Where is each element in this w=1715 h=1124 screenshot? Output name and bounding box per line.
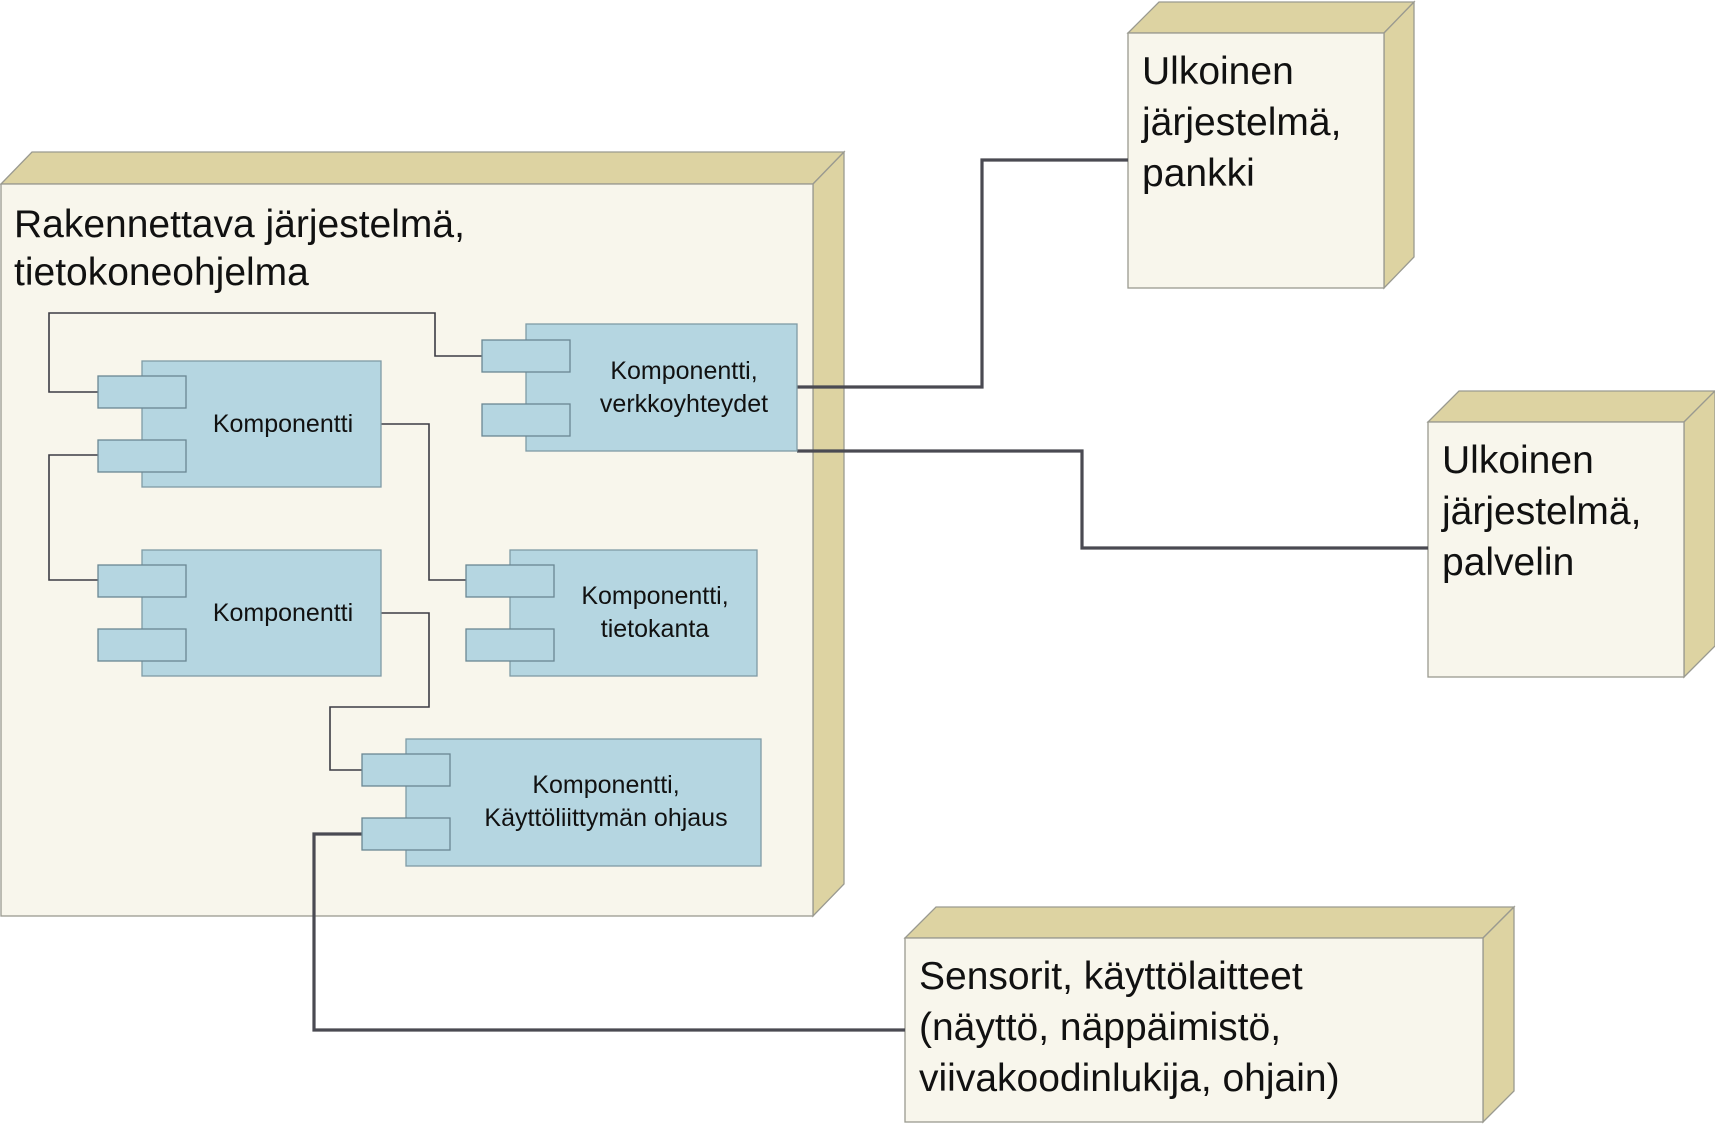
node-system-side-face (812, 150, 845, 918)
component-2-port-top (97, 564, 187, 598)
component-network-port-bottom (481, 403, 571, 437)
node-system-title-line2: tietokoneohjelma (14, 251, 309, 294)
connector-network-server (797, 449, 1428, 550)
component-2-port-bottom (97, 628, 187, 662)
component-ui-body (405, 738, 762, 867)
component-2[interactable]: Komponentti (97, 549, 382, 677)
connector-comp1-database (381, 423, 466, 581)
node-server-side-face (1683, 390, 1715, 679)
node-devices[interactable]: Sensorit, käyttölaitteet (näyttö, näppäi… (903, 905, 1516, 1124)
node-system-top-face (0, 151, 846, 185)
node-server-title-line1: Ulkoinen (1442, 439, 1594, 482)
component-ui[interactable]: Komponentti, Käyttöliittymän ohjaus (361, 738, 762, 867)
component-1-label: Komponentti (213, 410, 353, 438)
node-devices-front-face (904, 937, 1484, 1123)
component-database[interactable]: Komponentti, tietokanta (465, 549, 758, 677)
component-ui-label-line1: Komponentti, (532, 771, 679, 799)
connector-ui-devices (312, 832, 905, 1032)
component-ui-port-bottom (361, 817, 451, 851)
node-devices-title-line1: Sensorit, käyttölaitteet (919, 955, 1303, 998)
external-connectors (312, 158, 1428, 1032)
component-network-port-top (481, 339, 571, 373)
node-devices-side-face (1482, 905, 1515, 1124)
node-bank-side-face (1383, 0, 1415, 290)
component-network-label-line1: Komponentti, (610, 357, 757, 385)
node-system-title-line1: Rakennettava järjestelmä, (14, 203, 465, 246)
node-server-title-line2: järjestelmä, (1441, 490, 1641, 533)
connector-network-bank (797, 158, 1128, 389)
node-bank-top-face (1126, 1, 1416, 34)
component-network[interactable]: Komponentti, verkkoyhteydet (481, 323, 798, 452)
component-network-body (525, 323, 798, 452)
node-server-front-face (1427, 421, 1685, 678)
component-network-label-line2: verkkoyhteydet (600, 390, 768, 418)
connector-comp1-network (48, 312, 482, 393)
component-1-port-bottom (97, 439, 187, 473)
node-server-top-face (1426, 390, 1715, 423)
component-2-label: Komponentti (213, 599, 353, 627)
component-ui-port-top (361, 753, 451, 787)
node-server-title-line3: palvelin (1442, 541, 1574, 584)
node-bank-title-line2: järjestelmä, (1141, 101, 1341, 144)
connector-comp2-ui (329, 612, 430, 771)
component-1-port-top (97, 375, 187, 409)
component-ui-label-line2: Käyttöliittymän ohjaus (484, 804, 727, 832)
component-database-label-line1: Komponentti, (581, 582, 728, 610)
node-bank-front-face (1127, 32, 1385, 289)
component-database-label-line2: tietokanta (601, 615, 710, 643)
node-devices-title-line2: (näyttö, näppäimistö, (919, 1006, 1281, 1049)
node-devices-title-line3: viivakoodinlukija, ohjain) (919, 1057, 1340, 1100)
node-bank-title-line1: Ulkoinen (1142, 50, 1294, 93)
node-server[interactable]: Ulkoinen järjestelmä, palvelin (1426, 390, 1715, 679)
node-devices-top-face (903, 906, 1516, 939)
component-1[interactable]: Komponentti (97, 360, 382, 488)
internal-connectors (48, 312, 482, 771)
connector-comp1-comp2 (48, 454, 98, 581)
component-database-port-bottom (465, 628, 555, 662)
component-database-port-top (465, 564, 555, 598)
node-bank-title-line3: pankki (1142, 152, 1255, 195)
node-bank[interactable]: Ulkoinen järjestelmä, pankki (1126, 0, 1416, 290)
